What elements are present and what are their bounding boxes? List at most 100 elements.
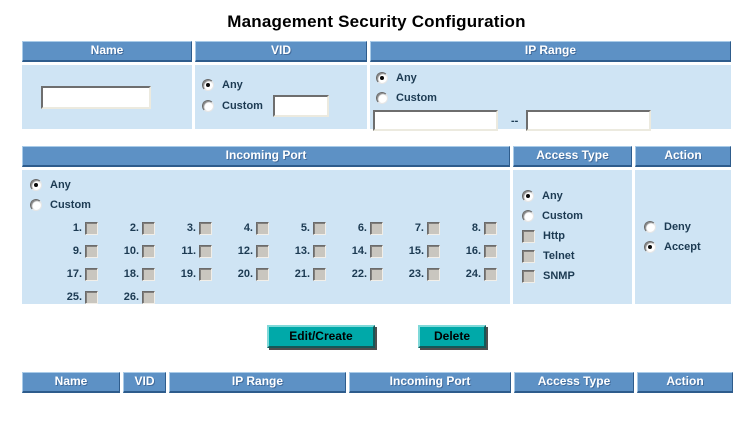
port-checkbox[interactable] [256, 267, 269, 281]
port-checkbox[interactable] [313, 244, 326, 258]
filter-table: Name VID IP Range Any Custom Any [22, 41, 731, 131]
vid-custom-option: Custom [202, 94, 367, 117]
incoming-port-cell: Any Custom 1. 2. [22, 170, 510, 304]
column-header-incoming-port: Incoming Port [22, 146, 510, 167]
port-checkbox[interactable] [85, 221, 98, 235]
port-checkbox[interactable] [370, 244, 383, 258]
port-option: 8. [440, 218, 497, 238]
access-custom-label: Custom [542, 210, 583, 222]
ip-range-inputs: -- [373, 110, 731, 131]
access-protocol-list: Http Telnet SNMP [522, 226, 632, 286]
port-option: 11. [155, 241, 212, 261]
ip-custom-radio[interactable] [376, 92, 388, 104]
ip-custom-label: Custom [396, 92, 437, 104]
action-cell: Deny Accept [635, 170, 731, 304]
action-accept-label: Accept [664, 241, 701, 253]
port-checkbox[interactable] [370, 221, 383, 235]
port-checkbox[interactable] [484, 267, 497, 281]
port-checkbox[interactable] [142, 290, 155, 304]
port-checkbox[interactable] [484, 221, 497, 235]
vid-custom-radio[interactable] [202, 99, 214, 112]
port-number-label: 23. [408, 268, 424, 280]
port-option: 19. [155, 264, 212, 284]
port-checkbox[interactable] [370, 267, 383, 281]
vid-any-radio[interactable] [202, 78, 214, 91]
port-option: 9. [41, 241, 98, 261]
port-checkbox[interactable] [313, 267, 326, 281]
port-table: Incoming Port Access Type Action Any Cus… [22, 146, 731, 304]
edit-create-button[interactable]: Edit/Create [266, 325, 375, 348]
port-option: 10. [98, 241, 155, 261]
protocol-checkbox[interactable] [522, 269, 535, 283]
port-any-option: Any [30, 175, 510, 195]
rules-header-action: Action [637, 372, 733, 393]
action-deny-radio[interactable] [644, 221, 656, 233]
column-header-access-type: Access Type [513, 146, 632, 167]
access-any-label: Any [542, 190, 563, 202]
port-checkbox-grid: 1. 2. 3. 4. [41, 218, 510, 307]
port-option: 7. [383, 218, 440, 238]
port-number-label: 3. [186, 222, 196, 234]
ip-any-option: Any [373, 68, 731, 88]
protocol-checkbox[interactable] [522, 249, 535, 263]
port-checkbox[interactable] [142, 244, 155, 258]
port-option: 18. [98, 264, 155, 284]
protocol-label: Telnet [543, 250, 575, 262]
port-checkbox[interactable] [85, 290, 98, 304]
port-number-label: 24. [465, 268, 481, 280]
port-checkbox[interactable] [313, 221, 326, 235]
management-security-page: Management Security Configuration Name V… [0, 12, 740, 393]
port-checkbox[interactable] [199, 244, 212, 258]
port-number-label: 1. [72, 222, 82, 234]
port-checkbox[interactable] [427, 221, 440, 235]
ip-range-from-input[interactable] [373, 110, 498, 131]
ip-any-label: Any [396, 72, 417, 84]
action-accept-radio[interactable] [644, 241, 656, 253]
port-checkbox[interactable] [256, 221, 269, 235]
access-protocol-option: Http [522, 226, 632, 246]
ip-any-radio[interactable] [376, 72, 388, 84]
port-checkbox[interactable] [427, 267, 440, 281]
ip-custom-option: Custom [373, 88, 731, 108]
vid-custom-label: Custom [222, 99, 263, 112]
port-checkbox[interactable] [142, 267, 155, 281]
port-checkbox[interactable] [427, 244, 440, 258]
access-any-radio[interactable] [522, 190, 534, 202]
port-checkbox[interactable] [256, 244, 269, 258]
port-checkbox[interactable] [484, 244, 497, 258]
port-number-label: 18. [123, 268, 139, 280]
port-checkbox[interactable] [85, 267, 98, 281]
port-checkbox[interactable] [85, 244, 98, 258]
ip-range-to-input[interactable] [526, 110, 652, 131]
access-type-cell: Any Custom Http Telnet [513, 170, 632, 304]
port-number-label: 17. [66, 268, 82, 280]
name-input[interactable] [41, 85, 151, 109]
port-checkbox[interactable] [199, 221, 212, 235]
port-number-label: 11. [181, 245, 196, 257]
vid-any-label: Any [222, 78, 243, 91]
button-row: Edit/Create Delete [22, 325, 731, 348]
protocol-checkbox[interactable] [522, 229, 535, 243]
port-any-radio[interactable] [30, 179, 42, 191]
port-option: 15. [383, 241, 440, 261]
port-option: 25. [41, 287, 98, 307]
access-protocol-option: SNMP [522, 266, 632, 286]
port-number-label: 16. [465, 245, 481, 257]
access-custom-radio[interactable] [522, 210, 534, 222]
port-number-label: 25. [66, 291, 82, 303]
vid-custom-input[interactable] [272, 94, 329, 117]
port-checkbox[interactable] [142, 221, 155, 235]
port-option: 17. [41, 264, 98, 284]
port-number-label: 19. [180, 268, 196, 280]
rules-header-vid: VID [123, 372, 166, 393]
name-cell [22, 65, 192, 129]
port-option: 4. [212, 218, 269, 238]
delete-button[interactable]: Delete [417, 325, 487, 348]
port-number-label: 9. [72, 245, 82, 257]
port-number-label: 6. [357, 222, 367, 234]
rules-header-name: Name [22, 372, 120, 393]
port-checkbox[interactable] [199, 267, 212, 281]
port-custom-radio[interactable] [30, 199, 42, 211]
protocol-label: SNMP [543, 270, 575, 282]
action-accept-option: Accept [644, 237, 731, 257]
